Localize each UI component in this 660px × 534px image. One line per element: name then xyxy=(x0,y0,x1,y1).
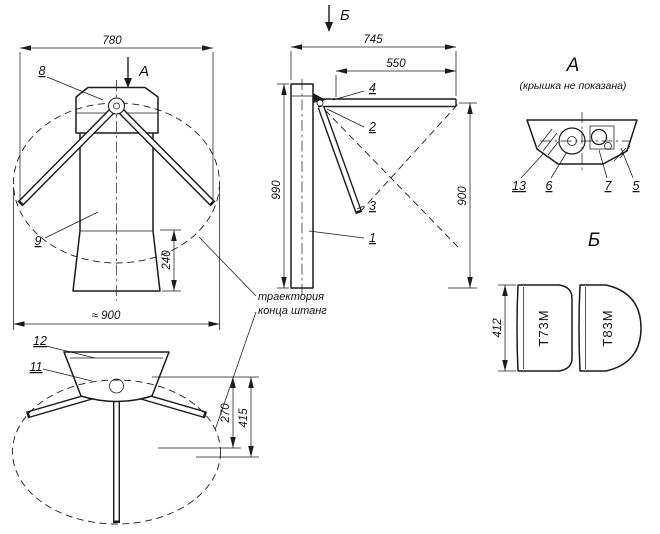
view-b-detail: Б 412 Т73М Т83М xyxy=(492,230,642,372)
callout-2-label: 2 xyxy=(368,120,376,134)
front-arms xyxy=(17,107,216,207)
trajectory-note: траектория конца штанг xyxy=(198,236,327,431)
callout-3-label: 3 xyxy=(369,199,376,213)
view-b-arrow-icon: Б xyxy=(325,5,350,32)
callout-4: 4 xyxy=(332,81,376,101)
dim-900-label: 900 xyxy=(457,186,469,206)
callout-11-label: 11 xyxy=(30,360,43,374)
callout-13-label: 13 xyxy=(512,179,526,193)
callout-4-label: 4 xyxy=(369,81,376,95)
view-b-title: Б xyxy=(588,230,600,251)
callout-9: 9 xyxy=(35,211,99,248)
callout-2: 2 xyxy=(326,108,376,134)
section-t73m: Т73М xyxy=(516,284,573,372)
dim-415-label: 415 xyxy=(238,408,250,428)
trajectory-note-line2: конца штанг xyxy=(258,305,327,317)
model-t73m-label: Т73М xyxy=(536,309,551,346)
top-arms xyxy=(26,386,207,523)
side-arm-diagonal xyxy=(317,105,363,215)
callout-1: 1 xyxy=(308,230,376,245)
view-b-direction-label: Б xyxy=(340,7,350,24)
side-post xyxy=(290,79,326,296)
callout-6-label: 6 xyxy=(546,179,553,193)
callout-12-label: 12 xyxy=(33,334,47,348)
view-a-detail: A (крышка не показана) 13 6 7 xyxy=(512,55,639,193)
callout-11: 11 xyxy=(30,360,93,382)
callout-5-label: 5 xyxy=(633,179,640,193)
callout-3: 3 xyxy=(356,199,376,213)
front-dim-240: 240 xyxy=(160,229,181,292)
view-b-dim-412: 412 xyxy=(492,284,516,372)
callout-7-label: 7 xyxy=(605,179,613,193)
top-dim-270: 270 xyxy=(152,376,259,449)
view-a-mechanism xyxy=(526,112,638,172)
dim-780-label: 780 xyxy=(102,35,122,47)
section-t83m: Т83М xyxy=(578,284,642,372)
dim-412-label: 412 xyxy=(492,318,504,338)
trajectory-note-line1: траектория xyxy=(258,291,324,303)
callout-8-label: 8 xyxy=(39,64,46,78)
front-dim-780: 780 xyxy=(19,35,214,199)
side-dim-990: 990 xyxy=(271,83,289,289)
view-a-title: A xyxy=(566,55,580,76)
callout-12: 12 xyxy=(33,334,96,359)
dim-240-label: 240 xyxy=(161,250,173,271)
front-hub xyxy=(107,97,126,115)
side-arm-horizontal xyxy=(318,98,457,108)
top-view: 12 11 270 415 xyxy=(12,334,259,525)
side-view: Б 745 550 xyxy=(271,5,477,296)
dim-approx-900-label: ≈ 900 xyxy=(92,310,121,322)
callout-8: 8 xyxy=(39,64,104,101)
side-dim-550: 550 xyxy=(335,58,456,97)
callout-9-label: 9 xyxy=(35,234,42,248)
dim-745-label: 745 xyxy=(363,34,383,46)
view-a-subtitle: (крышка не показана) xyxy=(520,80,627,92)
dim-550-label: 550 xyxy=(386,58,406,70)
dim-990-label: 990 xyxy=(271,180,283,200)
dim-270-label: 270 xyxy=(220,403,232,424)
callout-6: 6 xyxy=(546,151,568,193)
callout-13: 13 xyxy=(512,152,545,193)
side-dim-900: 900 xyxy=(448,102,477,289)
top-dim-415: 415 xyxy=(196,377,259,458)
front-view: 780 A xyxy=(13,35,220,330)
top-trajectory-ellipse xyxy=(12,379,221,525)
top-base xyxy=(63,351,170,403)
view-a-direction-label: A xyxy=(138,63,149,80)
front-housing xyxy=(72,80,161,301)
callout-1-label: 1 xyxy=(369,231,376,245)
model-t83m-label: Т83М xyxy=(600,309,615,346)
side-dim-745: 745 xyxy=(290,34,457,96)
callout-7: 7 xyxy=(598,149,613,193)
callout-5: 5 xyxy=(620,147,640,193)
view-a-arrow-icon: A xyxy=(124,57,149,88)
side-trajectory-lines xyxy=(324,103,459,248)
